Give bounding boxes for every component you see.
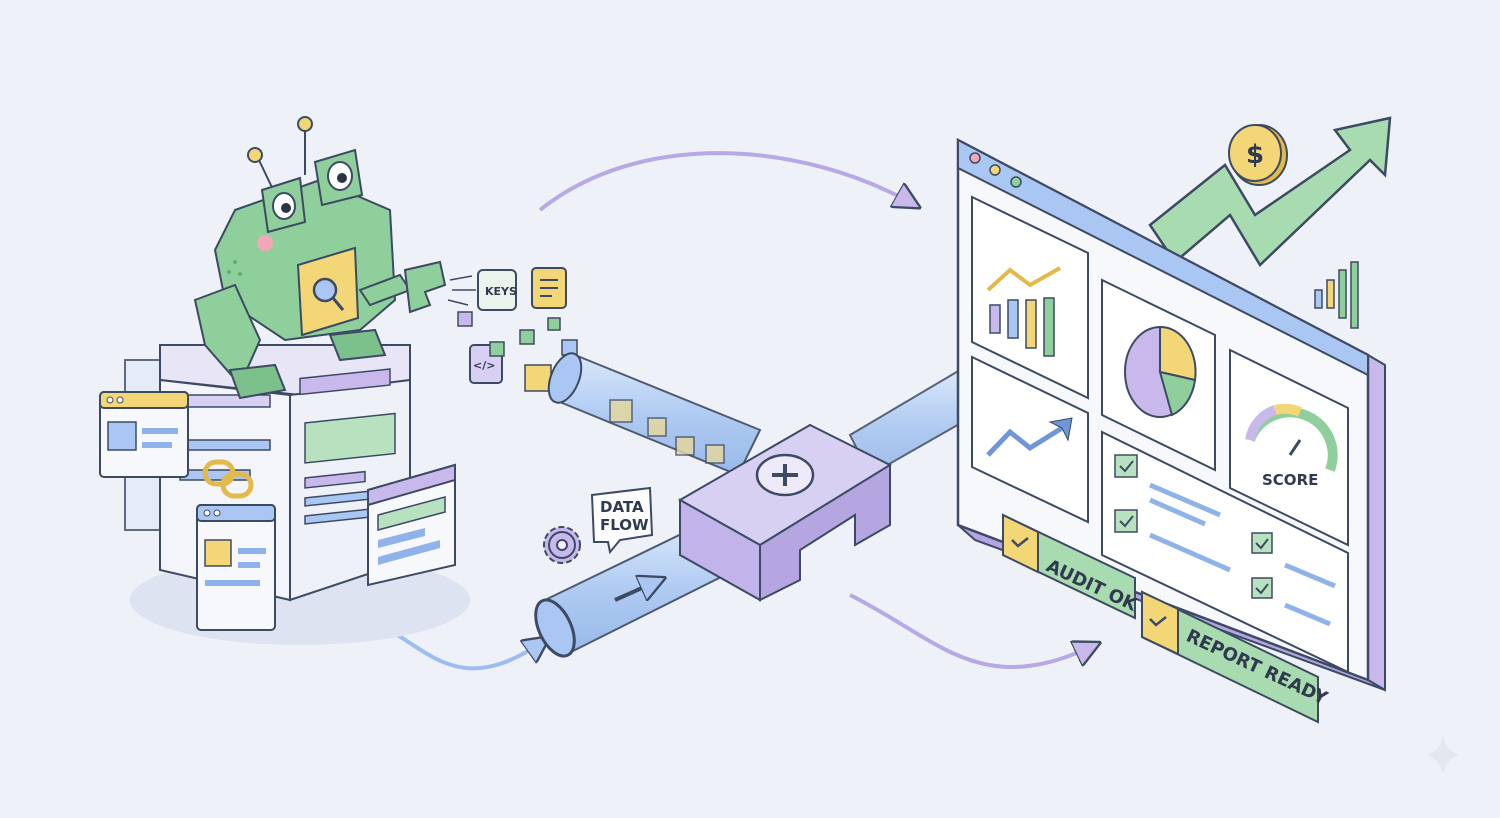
sparkle-icon [1426,735,1460,775]
code-tag-label: </> [473,359,495,372]
panel-pie-chart [1101,278,1216,472]
frog-robot-icon [193,116,447,400]
panel-score-gauge: SCORE [1229,348,1349,547]
magnifier-icon [312,277,345,311]
keys-label: KEYS [485,285,517,298]
audit-ok-badge: AUDIT OK [1002,513,1141,620]
panel-checklist [1101,430,1349,674]
chat-note-icon [531,267,567,309]
gear-icon [543,526,581,564]
mini-bar-chart-icon [1314,261,1359,329]
junction-block [677,423,893,602]
chain-link-icon [202,459,254,499]
plus-icon [755,453,815,497]
top-flow-arrow [538,151,915,212]
window-card-right [367,463,456,587]
data-flow-label-line2: FLOW [600,516,649,534]
data-flow-label-line1: DATA [600,498,644,516]
panel-bar-chart [971,195,1089,400]
keys-tag: KEYS [477,269,517,311]
upper-pipe [547,352,762,477]
bottom-right-flow-arrow [849,593,1095,669]
window-card-left [99,391,189,478]
score-label: SCORE [1262,471,1318,489]
panel-line-trend [971,355,1089,524]
coin-currency-label: $ [1246,140,1264,170]
dollar-coin-icon: $ [1228,124,1288,186]
window-card-bottom [196,504,276,631]
trend-arrow-icon [1148,116,1392,267]
data-flow-bubble: DATA FLOW [590,486,654,555]
spray-lines [447,275,476,306]
